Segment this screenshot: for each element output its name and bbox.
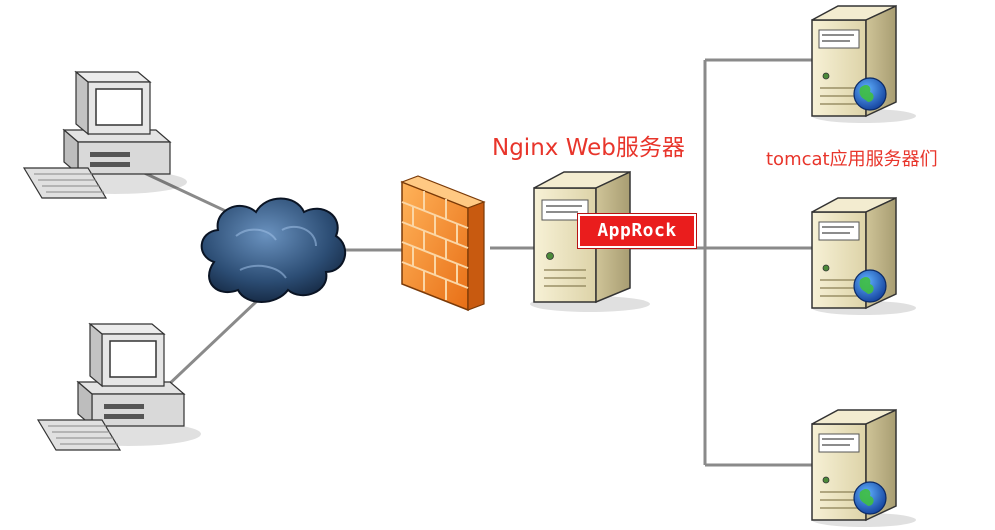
nginx-server <box>530 170 650 312</box>
tomcat-server-3 <box>811 408 916 527</box>
tomcat-server-1 <box>811 4 916 123</box>
approck-badge: AppRock <box>578 214 696 248</box>
client-computer-2 <box>36 322 201 451</box>
tomcat-label: tomcat应用服务器们 <box>766 149 938 170</box>
client-computer-1 <box>22 70 187 199</box>
internet-cloud <box>200 197 346 303</box>
firewall <box>400 175 486 312</box>
link-client2-cloud <box>163 298 260 390</box>
globe-icon <box>853 481 887 515</box>
tomcat-server-2 <box>811 196 916 315</box>
globe-icon <box>853 77 887 111</box>
globe-icon <box>853 269 887 303</box>
nginx-label: Nginx Web服务器 <box>492 135 685 161</box>
